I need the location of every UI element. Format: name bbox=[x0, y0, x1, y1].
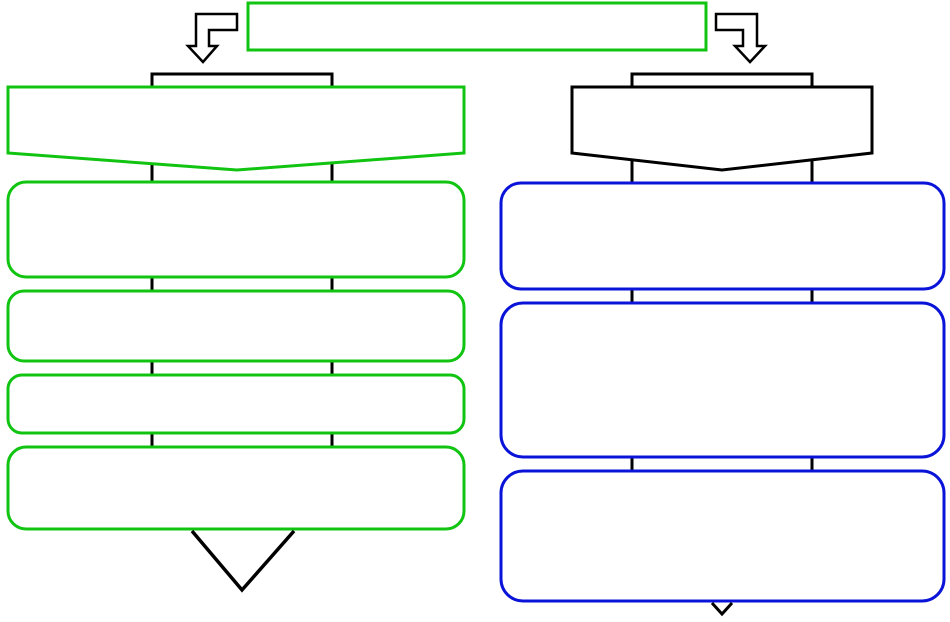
right-heading-pentagon bbox=[570, 85, 874, 172]
right-step-box-3 bbox=[499, 469, 946, 603]
left-step-box-2 bbox=[6, 289, 466, 363]
bent-arrow-right-icon bbox=[714, 12, 768, 64]
left-bottom-chevron-icon bbox=[190, 529, 296, 593]
bent-arrow-left-icon bbox=[185, 12, 239, 64]
top-header-box bbox=[246, 1, 708, 52]
left-step-box-3 bbox=[6, 373, 466, 435]
right-step-box-1 bbox=[499, 181, 946, 291]
left-heading-pentagon bbox=[6, 85, 466, 172]
left-step-box-1 bbox=[6, 180, 466, 279]
left-step-box-4 bbox=[6, 445, 466, 531]
right-bottom-chevron-icon bbox=[710, 601, 734, 617]
right-step-box-2 bbox=[499, 301, 946, 459]
